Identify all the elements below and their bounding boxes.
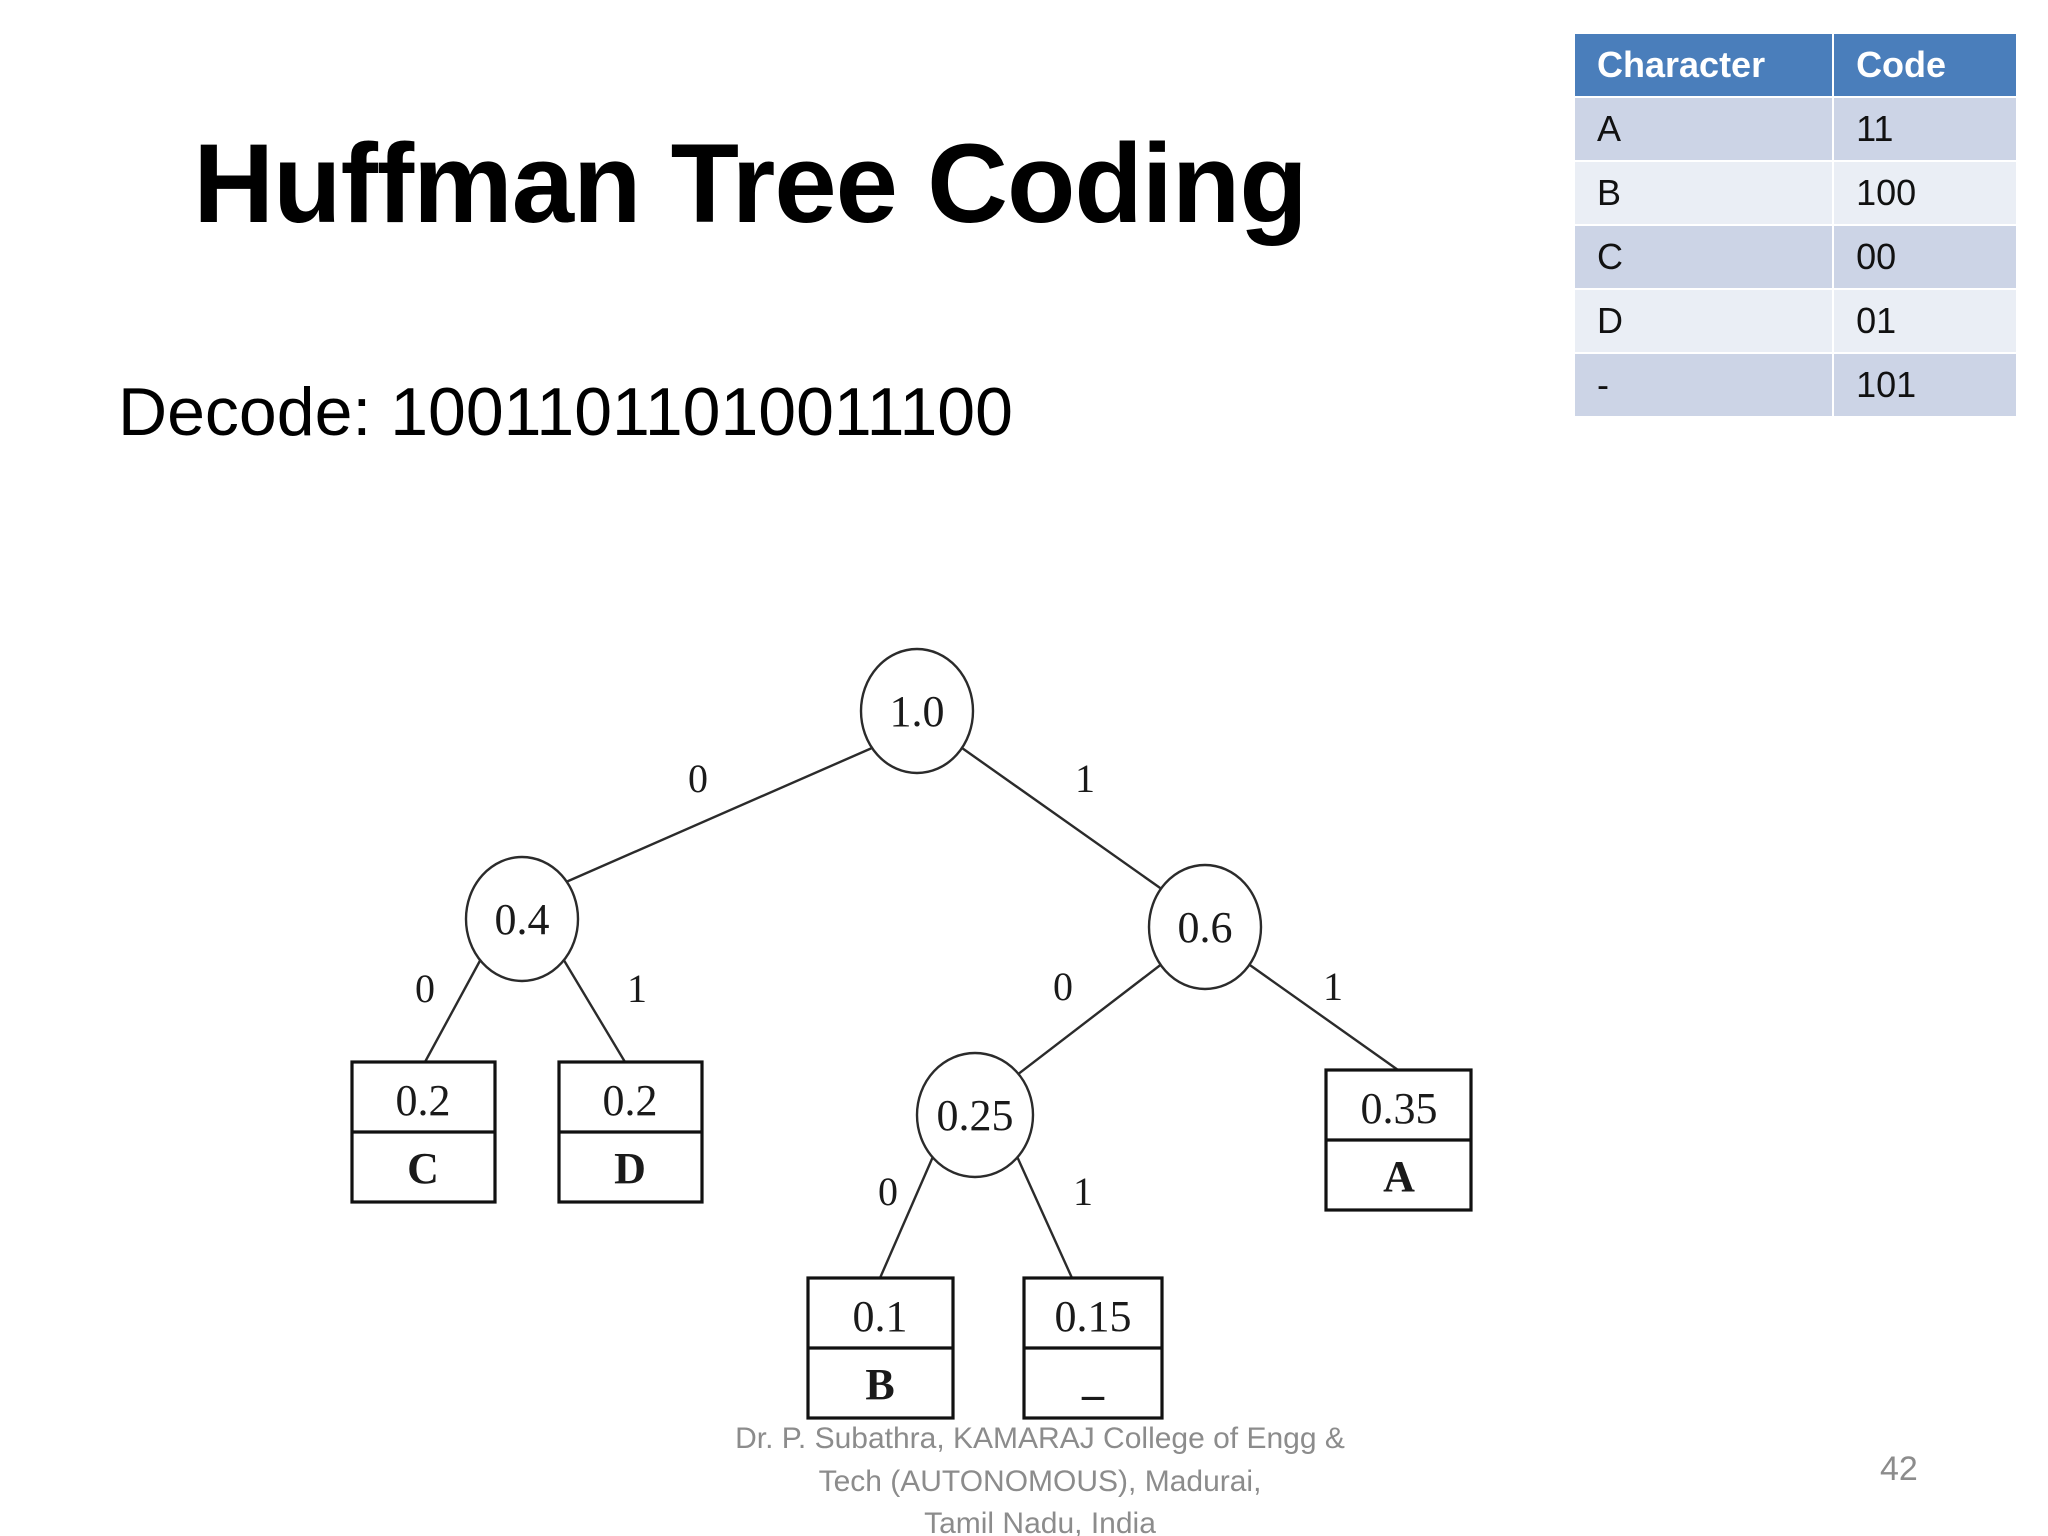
footer-line-3: Tamil Nadu, India <box>924 1507 1156 1536</box>
tree-leaf-C-value: 0.2 <box>396 1076 451 1125</box>
edge-label-root-left: 0 <box>688 756 708 801</box>
table-header-row: Character Code <box>1575 34 2016 96</box>
edge-n06-to-n025 <box>1012 962 1164 1079</box>
tree-leaf-underscore-symbol: _ <box>1081 1355 1105 1404</box>
table-row: - 101 <box>1575 354 2016 416</box>
edge-n06-to-leafA <box>1246 962 1399 1071</box>
footer-line-2: Tech (AUTONOMOUS), Madurai, <box>818 1464 1262 1498</box>
page-number: 42 <box>1880 1450 1918 1488</box>
cell-code: 01 <box>1834 290 2016 352</box>
tree-leaf-A-value: 0.35 <box>1361 1084 1438 1133</box>
table-row: B 100 <box>1575 162 2016 224</box>
cell-character: D <box>1575 290 1833 352</box>
character-code-table: Character Code A 11 B 100 C 00 D 01 - <box>1573 32 2018 418</box>
tree-node-n025-value: 0.25 <box>937 1091 1014 1140</box>
tree-node-root <box>859 647 975 775</box>
tree-node-n04 <box>464 855 580 983</box>
edge-label-root-right: 1 <box>1075 756 1095 801</box>
tree-leaf-D: 0.2 D <box>557 1060 704 1204</box>
edge-label-n04-left: 0 <box>415 966 435 1011</box>
tree-leaf-underscore-value: 0.15 <box>1055 1292 1132 1341</box>
tree-node-n06 <box>1147 863 1263 991</box>
tree-leaf-B-symbol: B <box>865 1360 894 1409</box>
table-header-character: Character <box>1575 34 1833 96</box>
edge-root-to-n06 <box>961 747 1164 891</box>
edge-n04-to-leafC <box>423 956 484 1063</box>
cell-character: A <box>1575 98 1833 160</box>
tree-node-n04-value: 0.4 <box>495 895 550 944</box>
edge-label-n025-right: 1 <box>1073 1169 1093 1214</box>
edge-label-n04-right: 1 <box>627 966 647 1011</box>
tree-leaf-C-symbol: C <box>407 1144 439 1193</box>
page-title: Huffman Tree Coding <box>193 121 1307 246</box>
table-row: A 11 <box>1575 98 2016 160</box>
edge-n025-to-leafU <box>1013 1151 1074 1279</box>
tree-leaf-D-value: 0.2 <box>603 1076 658 1125</box>
table-row: D 01 <box>1575 290 2016 352</box>
decode-bitstring: 10011011010011100 <box>390 374 1013 450</box>
tree-leaf-B-value: 0.1 <box>853 1292 908 1341</box>
edge-label-n06-right: 1 <box>1323 964 1343 1009</box>
tree-leaf-A-symbol: A <box>1383 1152 1415 1201</box>
footer-credit: Dr. P. Subathra, KAMARAJ College of Engg… <box>580 1418 1500 1536</box>
table-header-code: Code <box>1834 34 2016 96</box>
cell-code: 100 <box>1834 162 2016 224</box>
decode-label: Decode: <box>118 374 372 450</box>
tree-node-root-value: 1.0 <box>890 687 945 736</box>
cell-character: - <box>1575 354 1833 416</box>
tree-leaf-B: 0.1 B <box>806 1276 955 1420</box>
cell-character: B <box>1575 162 1833 224</box>
cell-code: 11 <box>1834 98 2016 160</box>
cell-character: C <box>1575 226 1833 288</box>
edge-label-n06-left: 0 <box>1053 964 1073 1009</box>
tree-leaf-underscore: 0.15 _ <box>1022 1276 1164 1420</box>
edge-n025-to-leafB <box>878 1151 937 1279</box>
tree-leaf-C: 0.2 C <box>350 1060 497 1204</box>
tree-leaf-A: 0.35 A <box>1324 1068 1473 1212</box>
tree-node-n06-value: 0.6 <box>1178 903 1233 952</box>
tree-leaf-D-symbol: D <box>614 1144 646 1193</box>
table-row: C 00 <box>1575 226 2016 288</box>
edge-root-to-n04 <box>565 746 873 884</box>
cell-code: 00 <box>1834 226 2016 288</box>
footer-line-1: Dr. P. Subathra, KAMARAJ College of Engg… <box>735 1422 1345 1455</box>
edge-n04-to-leafD <box>560 956 627 1063</box>
edge-label-n025-left: 0 <box>878 1169 898 1214</box>
decode-line: Decode: 10011011010011100 <box>118 378 1013 446</box>
tree-node-n025 <box>915 1051 1035 1179</box>
cell-code: 101 <box>1834 354 2016 416</box>
